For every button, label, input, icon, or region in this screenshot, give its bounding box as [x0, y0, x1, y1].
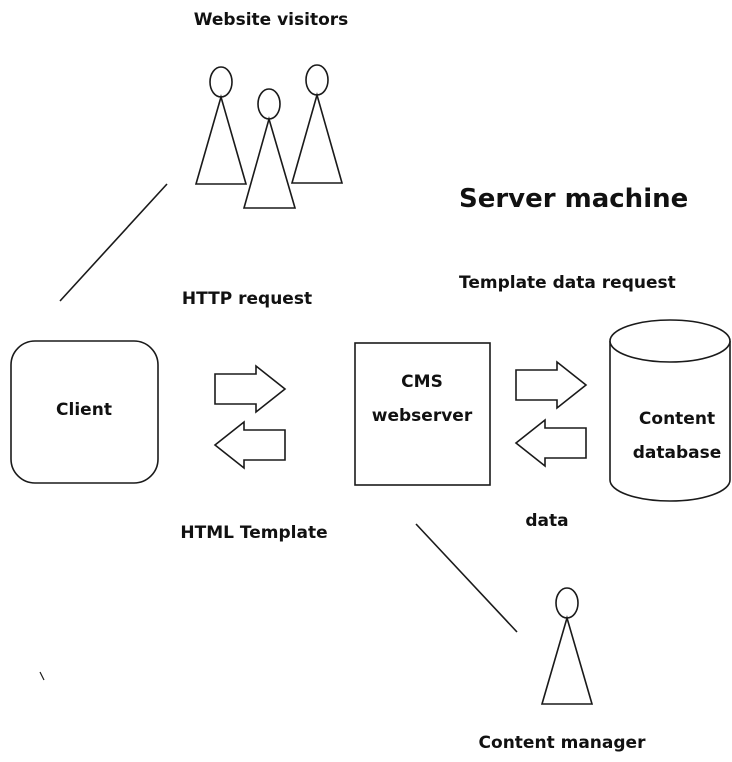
data-label: data: [525, 511, 569, 531]
stray-mark: [39, 671, 45, 681]
cms-webserver-label: CMS webserver: [372, 365, 472, 433]
cms-webserver-box: [354, 342, 491, 486]
http-request-label: HTTP request: [181, 289, 313, 309]
template-data-request-arrow: [515, 360, 588, 410]
cms-label-line2: webserver: [371, 406, 473, 426]
client-label: Client: [56, 400, 112, 420]
website-visitors-label: Website visitors: [193, 10, 349, 30]
db-label-line1: Content: [638, 409, 716, 429]
cms-label-line1: CMS: [401, 372, 443, 392]
client-box: [10, 340, 159, 484]
content-database-label: Content database: [633, 402, 722, 470]
html-template-label: HTML Template: [180, 523, 328, 543]
db-label-line2: database: [632, 443, 722, 463]
visitor-figure-1: [194, 66, 248, 185]
visitor-figure-3: [290, 64, 344, 184]
server-machine-title: Server machine: [459, 184, 689, 214]
content-manager-figure: [540, 587, 594, 705]
visitor-figure-2: [242, 88, 297, 209]
cms-to-manager-line: [415, 523, 518, 633]
content-manager-label: Content manager: [478, 733, 646, 753]
data-arrow: [514, 418, 587, 468]
template-data-request-label: Template data request: [459, 273, 676, 293]
visitors-to-client-line: [59, 183, 168, 302]
http-request-arrow: [214, 364, 287, 414]
html-template-arrow: [213, 420, 286, 470]
content-database-cylinder: [609, 319, 731, 502]
